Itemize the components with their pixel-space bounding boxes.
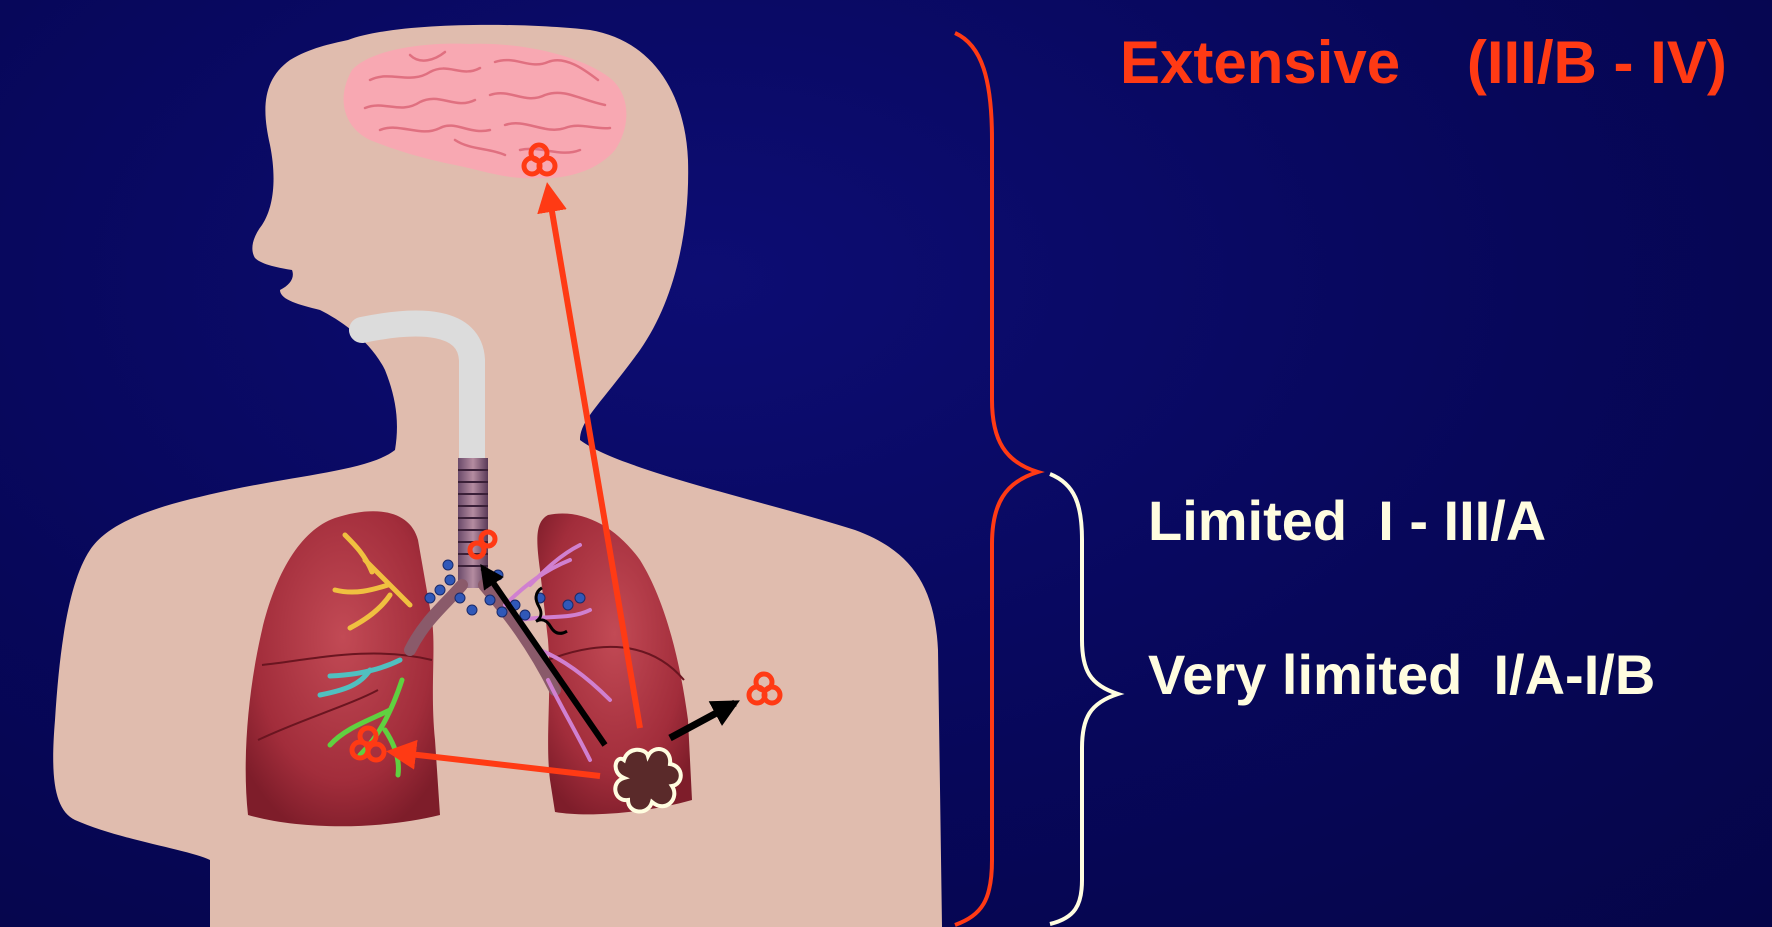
very-limited-stage-label: Very limited I/A-I/B [1148, 647, 1655, 703]
extensive-stage-bracket [955, 33, 1038, 925]
extensive-stage-label: Extensive (III/B - IV) [1120, 33, 1727, 93]
limited-stage-label: Limited I - III/A [1148, 493, 1546, 549]
limited-stage-bracket [1050, 474, 1118, 924]
